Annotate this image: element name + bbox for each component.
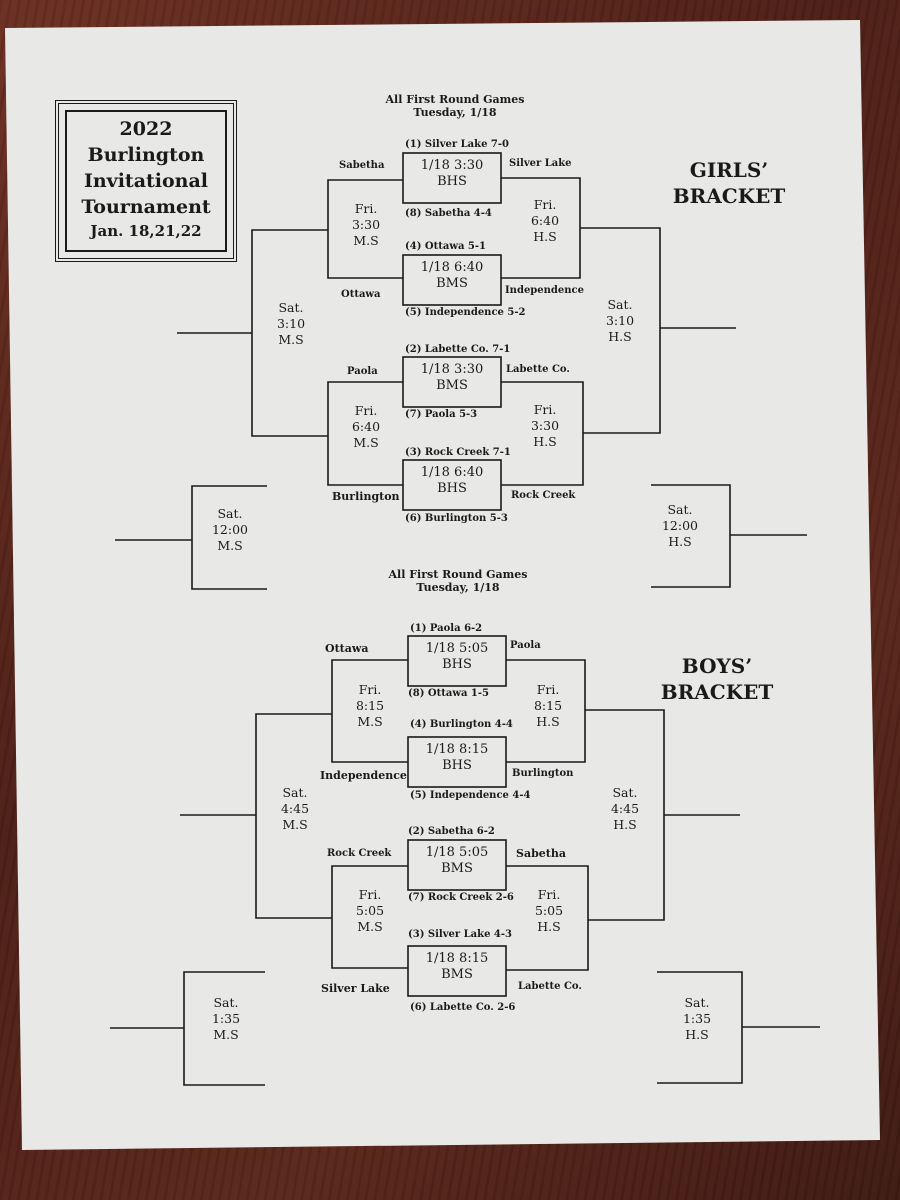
boys-final-left bbox=[255, 713, 332, 919]
boys-heading-line1: BOYS’ bbox=[681, 654, 753, 678]
boys-game4-seed-bottom: (6) Labette Co. 2-6 bbox=[410, 1002, 516, 1013]
girls-game2-right-winner: Independence bbox=[505, 285, 585, 296]
title-line-3: Tournament bbox=[81, 196, 211, 218]
paper-sheet bbox=[5, 20, 880, 1150]
boys-game2-time: 1/18 8:15 bbox=[425, 742, 489, 757]
girls-game4-left-winner: Burlington bbox=[332, 490, 400, 503]
girls-final-right bbox=[580, 227, 661, 434]
boys-game4-time: 1/18 8:15 bbox=[425, 951, 489, 966]
boys-game4-site: BMS bbox=[441, 967, 473, 982]
boys-game2-seed-top: (4) Burlington 4-4 bbox=[410, 719, 513, 730]
boys-game-box-1 bbox=[407, 635, 507, 687]
boys-game4-left-winner: Silver Lake bbox=[321, 982, 390, 995]
girls-game2-site: BMS bbox=[436, 276, 468, 291]
girls-game2-time: 1/18 6:40 bbox=[420, 260, 484, 275]
boys-game2-left-winner: Independence bbox=[320, 769, 407, 782]
title-dates: Jan. 18,21,22 bbox=[90, 222, 202, 240]
boys-semi-left-bottom bbox=[331, 865, 408, 969]
girls-first-round-title: All First Round Games bbox=[385, 93, 525, 106]
girls-bracket-lines bbox=[115, 152, 807, 590]
girls-game3-site: BMS bbox=[436, 378, 468, 393]
boys-game1-seed-top: (1) Paola 6-2 bbox=[410, 623, 483, 634]
girls-game-box-2 bbox=[402, 254, 502, 306]
girls-game1-left-winner: Sabetha bbox=[339, 160, 385, 171]
girls-semi-left-bottom bbox=[327, 381, 403, 486]
boys-game1-time: 1/18 5:05 bbox=[425, 641, 489, 656]
title-year: 2022 bbox=[119, 118, 173, 140]
boys-game1-seed-bottom: (8) Ottawa 1-5 bbox=[408, 688, 489, 699]
girls-game1-seed-bottom: (8) Sabetha 4-4 bbox=[405, 208, 492, 219]
girls-game4-time: 1/18 6:40 bbox=[420, 465, 484, 480]
girls-consolation-left bbox=[191, 485, 267, 590]
girls-heading-line2: BRACKET bbox=[672, 184, 786, 208]
girls-game3-seed-bottom: (7) Paola 5-3 bbox=[405, 409, 478, 420]
girls-game4-seed-bottom: (6) Burlington 5-3 bbox=[405, 513, 508, 524]
girls-heading-line1: GIRLS’ bbox=[689, 158, 769, 182]
boys-game1-right-winner: Paola bbox=[510, 640, 541, 651]
boys-first-round-title: All First Round Games bbox=[388, 568, 528, 581]
girls-game1-site: BHS bbox=[437, 174, 467, 189]
boys-game3-right-winner: Sabetha bbox=[516, 847, 566, 860]
girls-game2-left-winner: Ottawa bbox=[341, 289, 381, 300]
boys-game1-left-winner: Ottawa bbox=[325, 642, 369, 655]
title-line-1: Burlington bbox=[87, 144, 205, 166]
boys-game3-left-winner: Rock Creek bbox=[327, 848, 392, 859]
boys-game3-seed-bottom: (7) Rock Creek 2-6 bbox=[408, 892, 514, 903]
boys-game4-right-winner: Labette Co. bbox=[518, 981, 582, 992]
boys-game2-right-winner: Burlington bbox=[512, 768, 574, 779]
title-line-2: Invitational bbox=[83, 170, 209, 192]
boys-heading-line2: BRACKET bbox=[660, 680, 774, 704]
boys-bracket-heading: BOYS’ BRACKET bbox=[652, 653, 782, 705]
girls-game3-time: 1/18 3:30 bbox=[420, 362, 484, 377]
girls-game2-seed-top: (4) Ottawa 5-1 bbox=[405, 241, 486, 252]
girls-game3-right-winner: Labette Co. bbox=[506, 364, 570, 375]
girls-game4-site: BHS bbox=[437, 481, 467, 496]
boys-first-round-date: Tuesday, 1/18 bbox=[416, 581, 500, 594]
girls-game3-seed-top: (2) Labette Co. 7-1 bbox=[405, 344, 511, 355]
boys-game-box-3 bbox=[407, 839, 507, 891]
boys-game2-seed-bottom: (5) Independence 4-4 bbox=[410, 790, 531, 801]
boys-game2-site: BHS bbox=[442, 758, 472, 773]
girls-game2-seed-bottom: (5) Independence 5-2 bbox=[405, 307, 526, 318]
boys-game-box-4 bbox=[407, 945, 507, 997]
girls-game4-right-winner: Rock Creek bbox=[511, 490, 576, 501]
girls-semi-left-top bbox=[327, 179, 403, 279]
boys-game3-time: 1/18 5:05 bbox=[425, 845, 489, 860]
girls-game4-seed-top: (3) Rock Creek 7-1 bbox=[405, 447, 511, 458]
boys-game3-site: BMS bbox=[441, 861, 473, 876]
boys-game3-seed-top: (2) Sabetha 6-2 bbox=[408, 826, 495, 837]
tournament-title-box: 2022 Burlington Invitational Tournament … bbox=[55, 100, 237, 262]
boys-game1-site: BHS bbox=[442, 657, 472, 672]
girls-first-round-date: Tuesday, 1/18 bbox=[413, 106, 497, 119]
girls-game1-seed-top: (1) Silver Lake 7-0 bbox=[405, 139, 509, 150]
girls-game1-right-winner: Silver Lake bbox=[509, 158, 572, 169]
boys-semi-right-top bbox=[506, 659, 586, 763]
boys-semi-right-bottom bbox=[506, 865, 589, 971]
boys-bracket-lines bbox=[110, 635, 820, 1086]
girls-bracket-heading: GIRLS’ BRACKET bbox=[664, 157, 794, 209]
girls-game1-time: 1/18 3:30 bbox=[420, 158, 484, 173]
girls-consolation-right bbox=[651, 484, 731, 588]
girls-game3-left-winner: Paola bbox=[347, 366, 378, 377]
boys-semi-left-top bbox=[331, 659, 408, 763]
boys-game4-seed-top: (3) Silver Lake 4-3 bbox=[408, 929, 512, 940]
